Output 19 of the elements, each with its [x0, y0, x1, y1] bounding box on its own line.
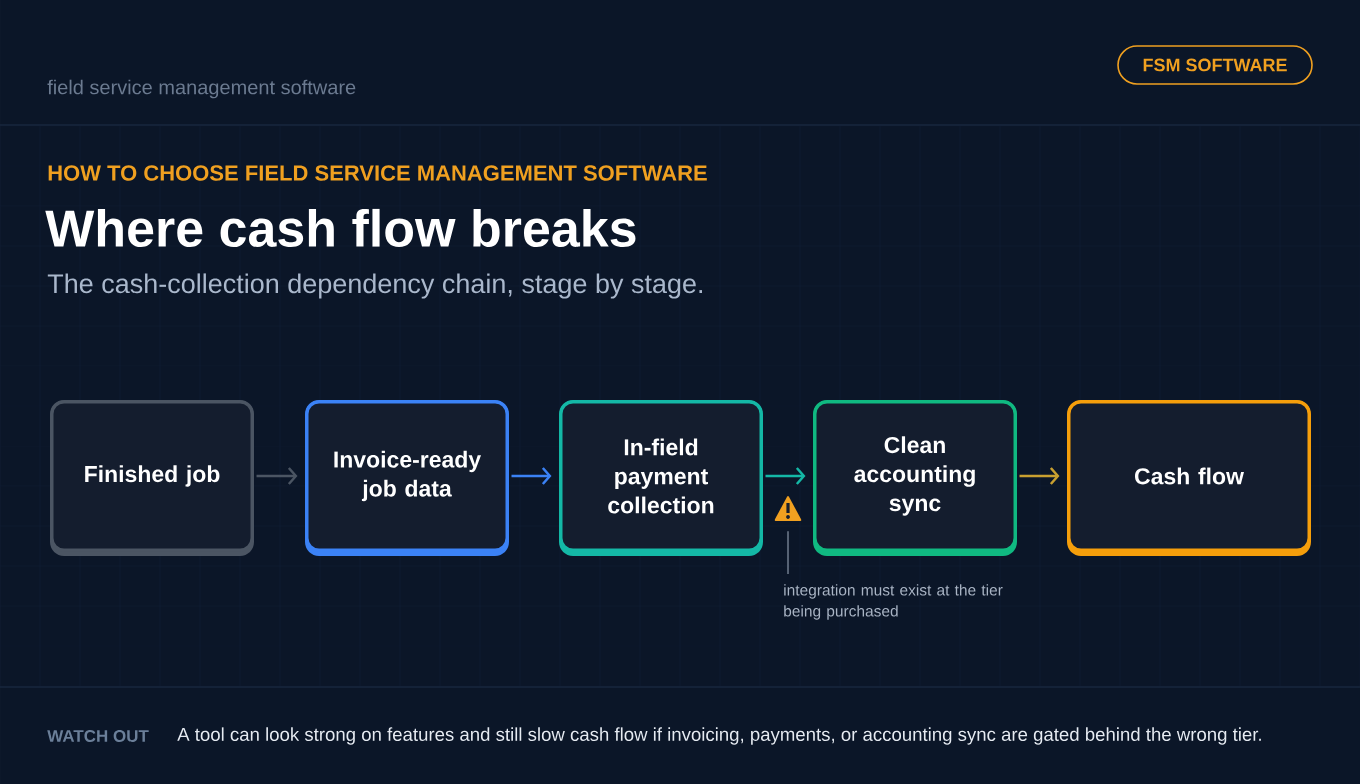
arrow	[1019, 467, 1060, 485]
note-text: integration must exist at the tier being purchased	[784, 584, 1003, 620]
stage-box: Invoice-ready job data	[305, 400, 509, 556]
warning-icon	[774, 496, 802, 521]
callout-label: WATCH OUT	[47, 729, 149, 742]
stage-box: Clean accounting sync	[813, 400, 1017, 556]
kicker-text: HOW TO CHOOSE FIELD SERVICE MANAGEMENT SOFTWARE	[48, 165, 707, 181]
arrow	[765, 467, 806, 485]
stage-box: Cash flow	[1067, 400, 1311, 556]
category-badge: FSM SOFTWARE	[1117, 45, 1313, 85]
subtitle-text: The cash-collection dependency chain, stage by stage.	[47, 273, 702, 299]
subtitle-text: field service management software	[47, 79, 356, 99]
footer-note: A tool can look strong on features and still slow cash flow if invoicing, payments, or accounting sync are gated behind the wrong tier.	[177, 727, 1261, 745]
stage-box: In-field payment collection	[559, 400, 763, 556]
stage-box: Finished job	[50, 400, 254, 556]
heading: Where cash flow breaks	[45, 208, 636, 248]
arrow	[256, 467, 298, 485]
leader-line	[787, 530, 789, 575]
arrow	[511, 467, 552, 485]
